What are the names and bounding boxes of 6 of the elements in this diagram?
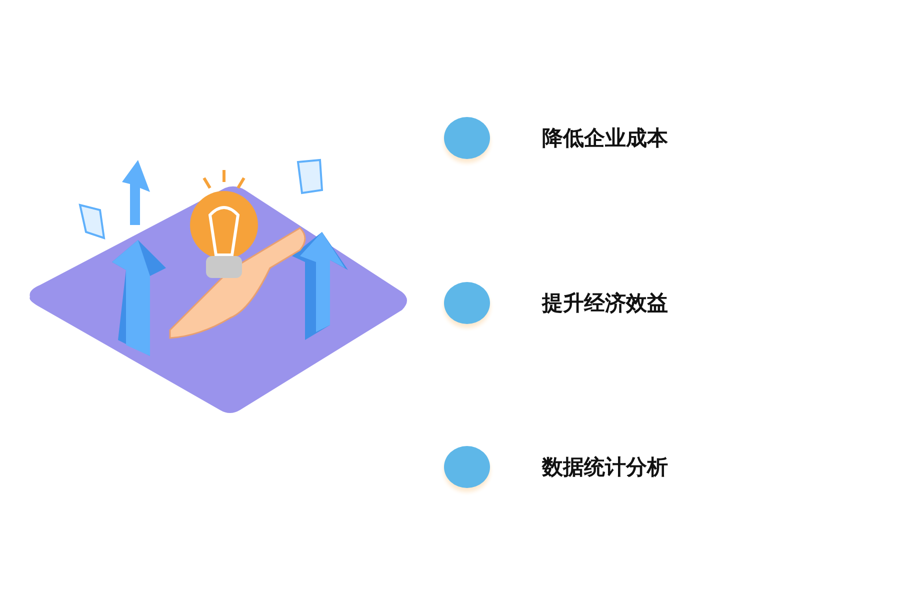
bullet-circle (444, 282, 490, 324)
bullet-circle (444, 446, 490, 488)
item-label: 提升经济效益 (542, 290, 668, 316)
item-label: 降低企业成本 (542, 125, 668, 151)
bullet-circle (444, 117, 490, 159)
item-label: 数据统计分析 (542, 454, 668, 480)
